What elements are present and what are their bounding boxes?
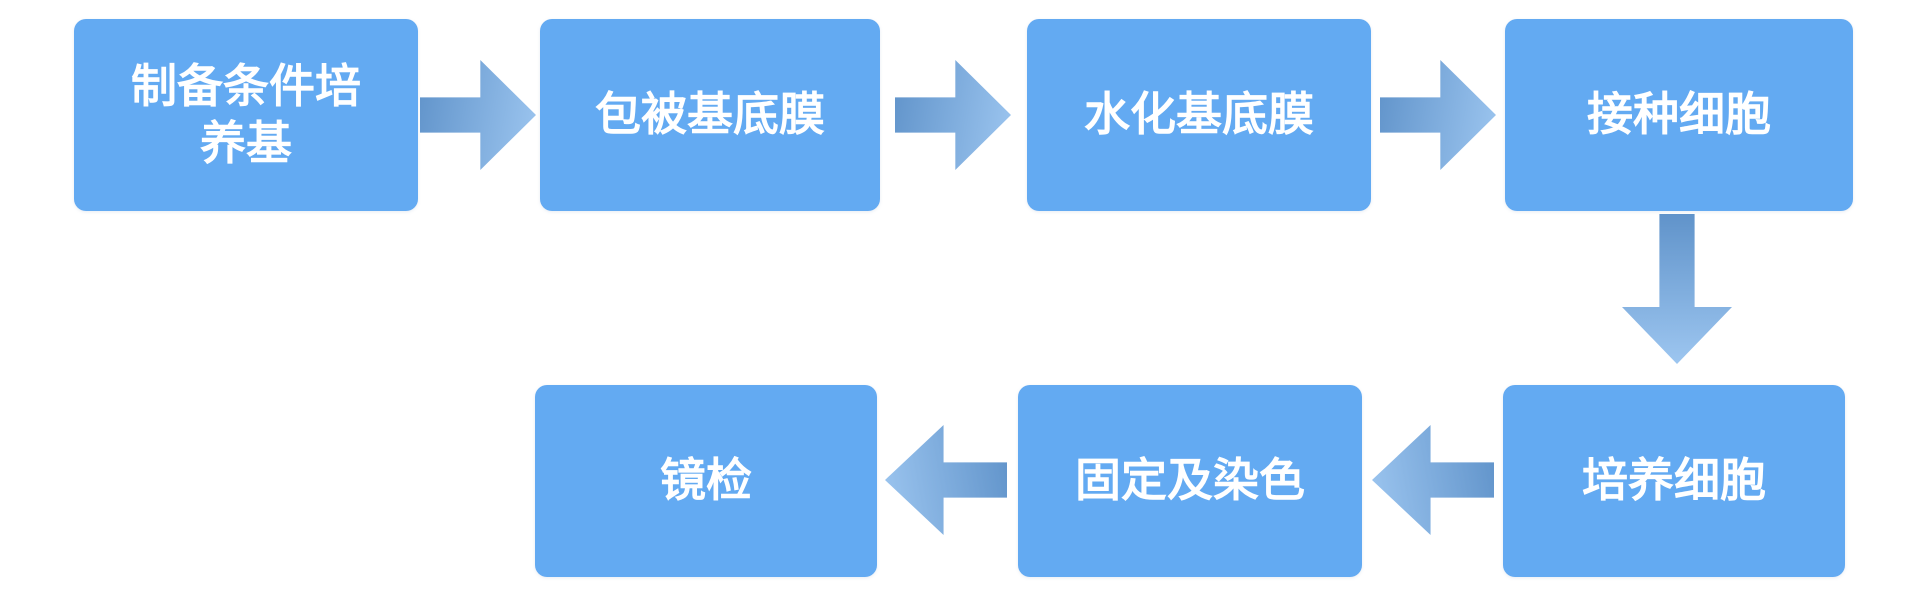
flow-step-microscopy: 镜检	[535, 385, 877, 577]
flow-step-prepare-conditioned-medium: 制备条件培养基	[74, 19, 418, 211]
flow-step-label: 镜检	[660, 454, 752, 507]
arrow-right-icon	[420, 60, 536, 170]
flow-step-label: 水化基底膜	[1084, 88, 1314, 141]
flow-step-coat-basement-membrane: 包被基底膜	[540, 19, 880, 211]
flow-step-seed-cells: 接种细胞	[1505, 19, 1853, 211]
arrow-down-icon	[1622, 214, 1732, 364]
flow-step-label: 包被基底膜	[595, 88, 825, 141]
flow-step-fix-and-stain: 固定及染色	[1018, 385, 1362, 577]
flow-step-hydrate-basement-membrane: 水化基底膜	[1027, 19, 1371, 211]
arrow-left-icon	[885, 425, 1007, 535]
flow-step-label: 制备条件培养基	[131, 59, 361, 170]
flow-step-label: 固定及染色	[1075, 454, 1305, 507]
flow-step-label: 接种细胞	[1587, 88, 1771, 141]
arrow-left-icon	[1372, 425, 1494, 535]
arrow-right-icon	[895, 60, 1011, 170]
arrow-right-icon	[1380, 60, 1496, 170]
flow-step-culture-cells: 培养细胞	[1503, 385, 1845, 577]
flow-step-label: 培养细胞	[1582, 454, 1766, 507]
